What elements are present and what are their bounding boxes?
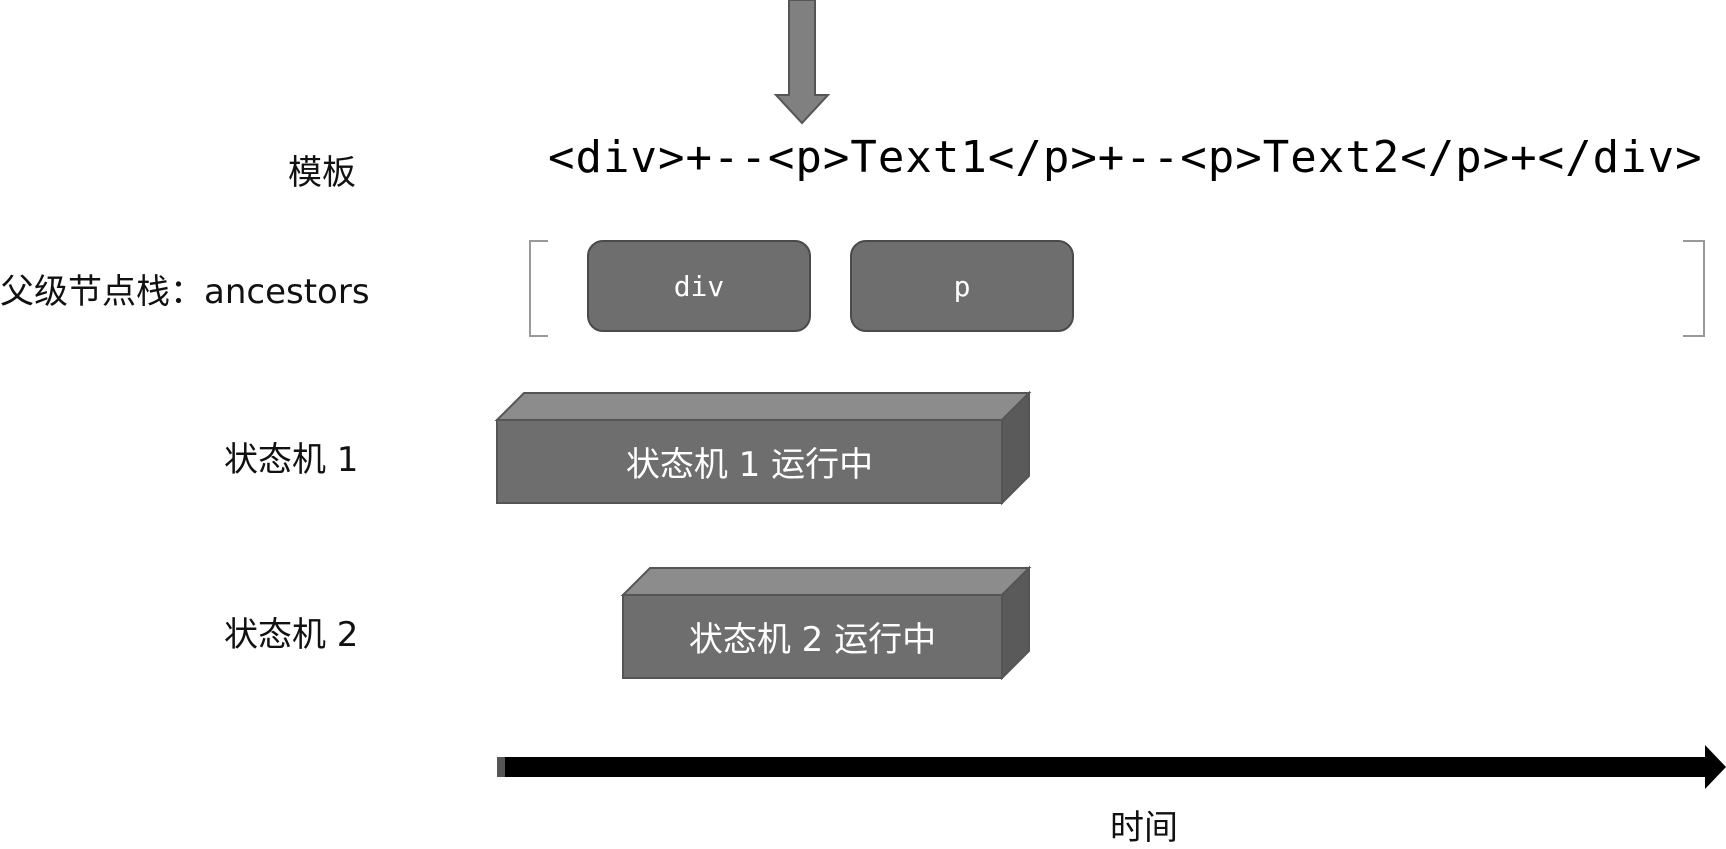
pointer-arrow-icon xyxy=(773,0,831,125)
label-template: 模板 xyxy=(288,153,356,193)
stack-right-bracket xyxy=(1683,240,1705,337)
label-state-machine-1: 状态机 1 xyxy=(224,440,359,480)
state-machine-2-box xyxy=(620,565,1032,681)
time-axis-arrow xyxy=(497,745,1726,789)
label-state-machine-2: 状态机 2 xyxy=(224,615,359,655)
template-string: <div>+--<p>Text1</p>+--<p>Text2</p>+</di… xyxy=(548,132,1703,183)
state-machine-1-box xyxy=(494,390,1032,506)
state-machine-2-label: 状态机 2 运行中 xyxy=(688,620,937,660)
time-axis-label: 时间 xyxy=(1110,808,1178,848)
stack-node-div: div xyxy=(587,240,811,332)
stack-node-p: p xyxy=(850,240,1074,332)
stack-left-bracket xyxy=(529,240,548,337)
label-ancestors: 父级节点栈：ancestors xyxy=(0,272,370,312)
state-machine-1-label: 状态机 1 运行中 xyxy=(625,445,874,485)
